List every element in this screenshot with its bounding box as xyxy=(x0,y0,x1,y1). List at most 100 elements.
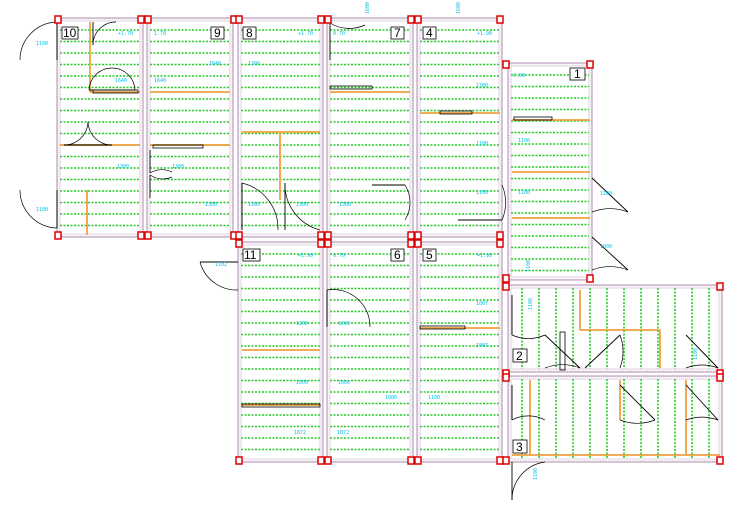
room-label-11: 11 xyxy=(244,248,257,262)
wall-hatch xyxy=(417,18,502,237)
post xyxy=(496,231,504,240)
room-11: 11 +1.90 xyxy=(242,248,313,262)
dim-label: 1100 xyxy=(518,190,530,196)
wall-outline xyxy=(237,241,324,463)
wall-hatch xyxy=(508,285,722,372)
room-1: 1 0.50 xyxy=(513,67,586,81)
post xyxy=(317,456,325,465)
room-label-10: 10 xyxy=(63,26,77,40)
wall-inner xyxy=(510,287,720,370)
door-swing-arc xyxy=(284,182,321,231)
dim-label: 1300 xyxy=(476,83,488,89)
beam-layer xyxy=(60,22,720,456)
post xyxy=(324,239,332,248)
room-label-8: 8 xyxy=(246,26,253,40)
door-swing-arc xyxy=(685,364,719,369)
wall-outline xyxy=(507,284,723,373)
dim-label: 1640 xyxy=(209,61,221,67)
door-swing-arc xyxy=(326,289,371,328)
wall-hatch xyxy=(417,242,502,462)
door-swing-arc xyxy=(92,21,117,46)
partition xyxy=(152,144,204,149)
dim-label: 1100 xyxy=(476,190,488,196)
post xyxy=(324,231,332,240)
door-swing-arc xyxy=(149,169,173,174)
post xyxy=(502,282,510,291)
dim-label: 1640 xyxy=(115,78,127,84)
post xyxy=(137,231,145,240)
door-swing-arc xyxy=(511,415,546,421)
room-tag-7: 0.70 xyxy=(333,31,345,37)
door-swing-arc xyxy=(619,334,624,369)
post xyxy=(407,456,415,465)
room-tag-8: +1.70 xyxy=(298,31,313,37)
room-label-6: 6 xyxy=(394,248,401,262)
wall-inner xyxy=(419,20,500,235)
door-leaf xyxy=(591,177,629,213)
dim-label: 1100 xyxy=(476,141,488,147)
dim-label-vertical: 1100 xyxy=(528,298,534,310)
dim-label-vertical: 1100 xyxy=(693,348,699,360)
post xyxy=(54,15,62,24)
wall-inner xyxy=(149,20,231,235)
wall-outline xyxy=(416,241,503,463)
room-tag-9: 1.70 xyxy=(154,31,166,37)
post xyxy=(137,15,145,24)
wall-outline xyxy=(146,17,234,238)
door-leaf xyxy=(591,236,629,271)
wall-inner xyxy=(329,20,411,235)
door-swing-arc xyxy=(149,174,173,180)
post xyxy=(496,15,504,24)
room-tag-1: 0.50 xyxy=(513,73,525,79)
room-tag-5: +1.90 xyxy=(477,253,492,259)
door-swing-arc xyxy=(63,121,89,146)
door-leaf xyxy=(685,334,719,369)
wall-outline xyxy=(56,17,144,238)
wall-hatch xyxy=(508,376,722,462)
post xyxy=(235,15,243,24)
wall-outline xyxy=(237,17,324,238)
dim-label: 1300 xyxy=(248,202,260,208)
dim-label: 1300 xyxy=(205,202,217,208)
post xyxy=(317,239,325,248)
wall-inner xyxy=(240,20,321,235)
dim-label: 1100 xyxy=(600,191,612,197)
room-label-4: 4 xyxy=(426,26,433,40)
door-layer xyxy=(19,21,719,501)
door-leaf xyxy=(619,384,656,421)
wall-outline xyxy=(326,17,414,238)
partition xyxy=(513,116,553,121)
post xyxy=(414,231,422,240)
dim-label: 1200 xyxy=(338,321,350,327)
wall-inner xyxy=(329,244,411,460)
wall-hatch xyxy=(508,63,592,280)
door-swing-arc xyxy=(241,182,279,231)
dim-label: 1300 xyxy=(296,202,308,208)
room-2: 2 xyxy=(512,348,528,363)
post xyxy=(502,456,510,465)
room-tag-11: +1.90 xyxy=(298,253,313,259)
dim-label: 1072 xyxy=(337,430,349,436)
wall-hatch xyxy=(327,18,413,237)
dim-label-vertical: 1100 xyxy=(533,468,539,480)
room-label-9: 9 xyxy=(214,26,221,40)
dim-label: 1000 xyxy=(338,380,350,386)
post xyxy=(317,231,325,240)
dim-label: 1300 xyxy=(339,202,351,208)
door-swing-arc xyxy=(111,67,136,91)
door-swing-arc xyxy=(544,364,581,369)
dim-label: 1100 xyxy=(428,395,440,401)
room-3: 3 xyxy=(512,439,528,454)
dim-label: 1000 xyxy=(296,380,308,386)
wall-hatch xyxy=(57,18,143,237)
partition xyxy=(559,331,566,371)
post xyxy=(235,456,243,465)
door-swing-arc xyxy=(329,22,366,29)
post xyxy=(716,456,724,465)
dim-label-vertical: 1600 xyxy=(456,2,462,14)
door-leaf xyxy=(544,334,581,369)
room-10: 10 +1.70 xyxy=(61,26,133,40)
dim-label-vertical: 1600 xyxy=(365,2,371,14)
room-label-2: 2 xyxy=(516,349,523,363)
dim-label: 1300 xyxy=(248,61,260,67)
